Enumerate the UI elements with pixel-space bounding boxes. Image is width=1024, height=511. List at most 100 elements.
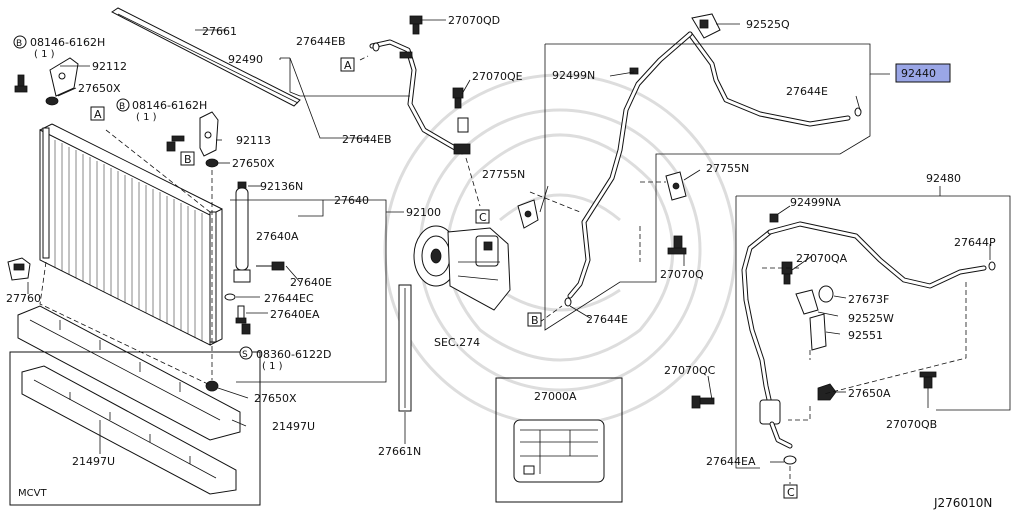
label-21497u-right[interactable]: 21497U [272,420,315,433]
circle-s1-text: S [242,350,248,360]
label-27755n-right[interactable]: 27755N [706,162,749,175]
label-92100[interactable]: 92100 [406,206,441,219]
label-27070qa[interactable]: 27070QA [796,252,848,265]
label-92551[interactable]: 92551 [848,329,883,342]
label-27673f[interactable]: 27673F [848,293,889,306]
label-92490[interactable]: 92490 [228,53,263,66]
spacer-27673f[interactable] [818,285,834,303]
label-27650x-2[interactable]: 27650X [232,157,275,170]
bolt-27070qa[interactable] [781,261,793,285]
label-21497u-left[interactable]: 21497U [72,455,115,468]
label-08146-a-qty: ( 1 ) [34,49,55,60]
label-27650a[interactable]: 27650A [848,387,891,400]
clip-92525w[interactable] [795,289,819,315]
label-27644eb-top[interactable]: 27644EB [296,35,346,48]
seal-strip-27661[interactable] [111,7,301,107]
label-27070qe[interactable]: 27070QE [472,70,523,83]
bolt-27070q[interactable] [667,235,687,255]
circle-mark-b1: B [13,35,27,49]
label-92525w[interactable]: 92525W [848,312,894,325]
fitting-27640a[interactable] [256,261,285,271]
label-27640ea[interactable]: 27640EA [270,308,320,321]
hose-92490[interactable] [369,39,471,155]
grommet-92499na[interactable] [769,213,779,223]
label-27755n-left[interactable]: 27755N [482,168,525,181]
bolt-27070qb[interactable] [919,371,937,389]
label-27644ec[interactable]: 27644EC [264,292,314,305]
bracket-92551[interactable] [809,313,827,351]
label-27000a[interactable]: 27000A [534,390,577,403]
receiver-drier[interactable] [233,181,251,283]
oring-27644ea[interactable] [783,455,797,465]
bolt-27070qd[interactable] [409,15,423,35]
label-92480[interactable]: 92480 [926,172,961,185]
label-27640a[interactable]: 27640A [256,230,299,243]
label-08146-b[interactable]: 08146-6162H [132,99,207,112]
label-27760[interactable]: 27760 [6,292,41,305]
label-08360[interactable]: 08360-6122D [256,348,331,361]
bolt-08146-a[interactable] [14,74,28,93]
bracket-92113[interactable] [199,111,219,157]
grommet-27650x-1[interactable] [45,96,59,106]
label-27070q[interactable]: 27070Q [660,268,704,281]
label-27650x-3[interactable]: 27650X [254,392,297,405]
air-guide-21497u-upper[interactable] [17,305,241,441]
ref-c-bot-text: C [787,486,795,499]
label-08146-b-qty: ( 1 ) [136,112,157,123]
pipe-92480[interactable] [741,221,987,449]
label-92112[interactable]: 92112 [92,60,127,73]
pressure-sensor-27760[interactable] [7,257,31,281]
clip-92525q[interactable] [691,13,721,39]
label-27644p[interactable]: 27644P [954,236,996,249]
ref-box-a-top: A [340,57,355,72]
label-27644e-top[interactable]: 27644E [786,85,828,98]
label-27000a[interactable] [495,377,623,503]
ref-a-top-text: A [344,59,352,72]
oring-27644e-top[interactable] [854,107,862,117]
label-sec274[interactable]: SEC.274 [434,336,480,349]
oring-27644e-bot[interactable] [564,297,572,307]
oring-27644eb-top[interactable] [372,42,380,52]
label-27644eb-mid[interactable]: 27644EB [342,133,392,146]
label-27661n[interactable]: 27661N [378,445,421,458]
label-27644e-bot[interactable]: 27644E [586,313,628,326]
nut-27650a[interactable] [817,383,837,401]
grommet-27650x-3[interactable] [205,380,219,392]
bracket-92112[interactable] [49,57,79,97]
label-27640e[interactable]: 27640E [290,276,332,289]
air-guide-21497u-lower[interactable] [21,365,237,495]
bracket-27755n-left[interactable] [517,199,539,229]
screw-27640ea[interactable] [235,305,247,324]
label-27070qd[interactable]: 27070QD [448,14,500,27]
bolt-08360[interactable] [241,323,251,335]
label-mcvt: MCVT [18,488,47,499]
grommet-27650x-2[interactable] [205,158,219,168]
condenser-27640[interactable] [39,123,223,346]
grommet-92499n[interactable] [629,67,639,75]
label-27650x-1[interactable]: 27650X [78,82,121,95]
label-27070qc[interactable]: 27070QC [664,364,716,377]
label-27070qb[interactable]: 27070QB [886,418,937,431]
label-08146-a[interactable]: 08146-6162H [30,36,105,49]
compressor-sec274[interactable] [413,225,511,311]
label-92499na[interactable]: 92499NA [790,196,841,209]
condenser-fins [54,140,203,341]
label-27640[interactable]: 27640 [334,194,369,207]
label-92440[interactable]: 92440 [901,67,936,80]
pipe-92440[interactable] [567,31,851,299]
label-92525q[interactable]: 92525Q [746,18,790,31]
oring-27644p[interactable] [988,261,996,271]
label-92136n[interactable]: 92136N [260,180,303,193]
label-27644ea[interactable]: 27644EA [706,455,756,468]
bolt-08146-b[interactable] [166,135,185,152]
bolt-27070qc[interactable] [691,395,715,409]
mcvt-box [9,351,261,506]
label-92113[interactable]: 92113 [236,134,271,147]
oring-27644ec[interactable] [224,293,236,301]
bracket-27755n-right[interactable] [665,171,687,201]
leader-lines [27,19,1011,484]
highlight-92440 [895,63,951,83]
label-92499n[interactable]: 92499N [552,69,595,82]
label-27661[interactable]: 27661 [202,25,237,38]
seal-27661n[interactable] [398,284,412,412]
